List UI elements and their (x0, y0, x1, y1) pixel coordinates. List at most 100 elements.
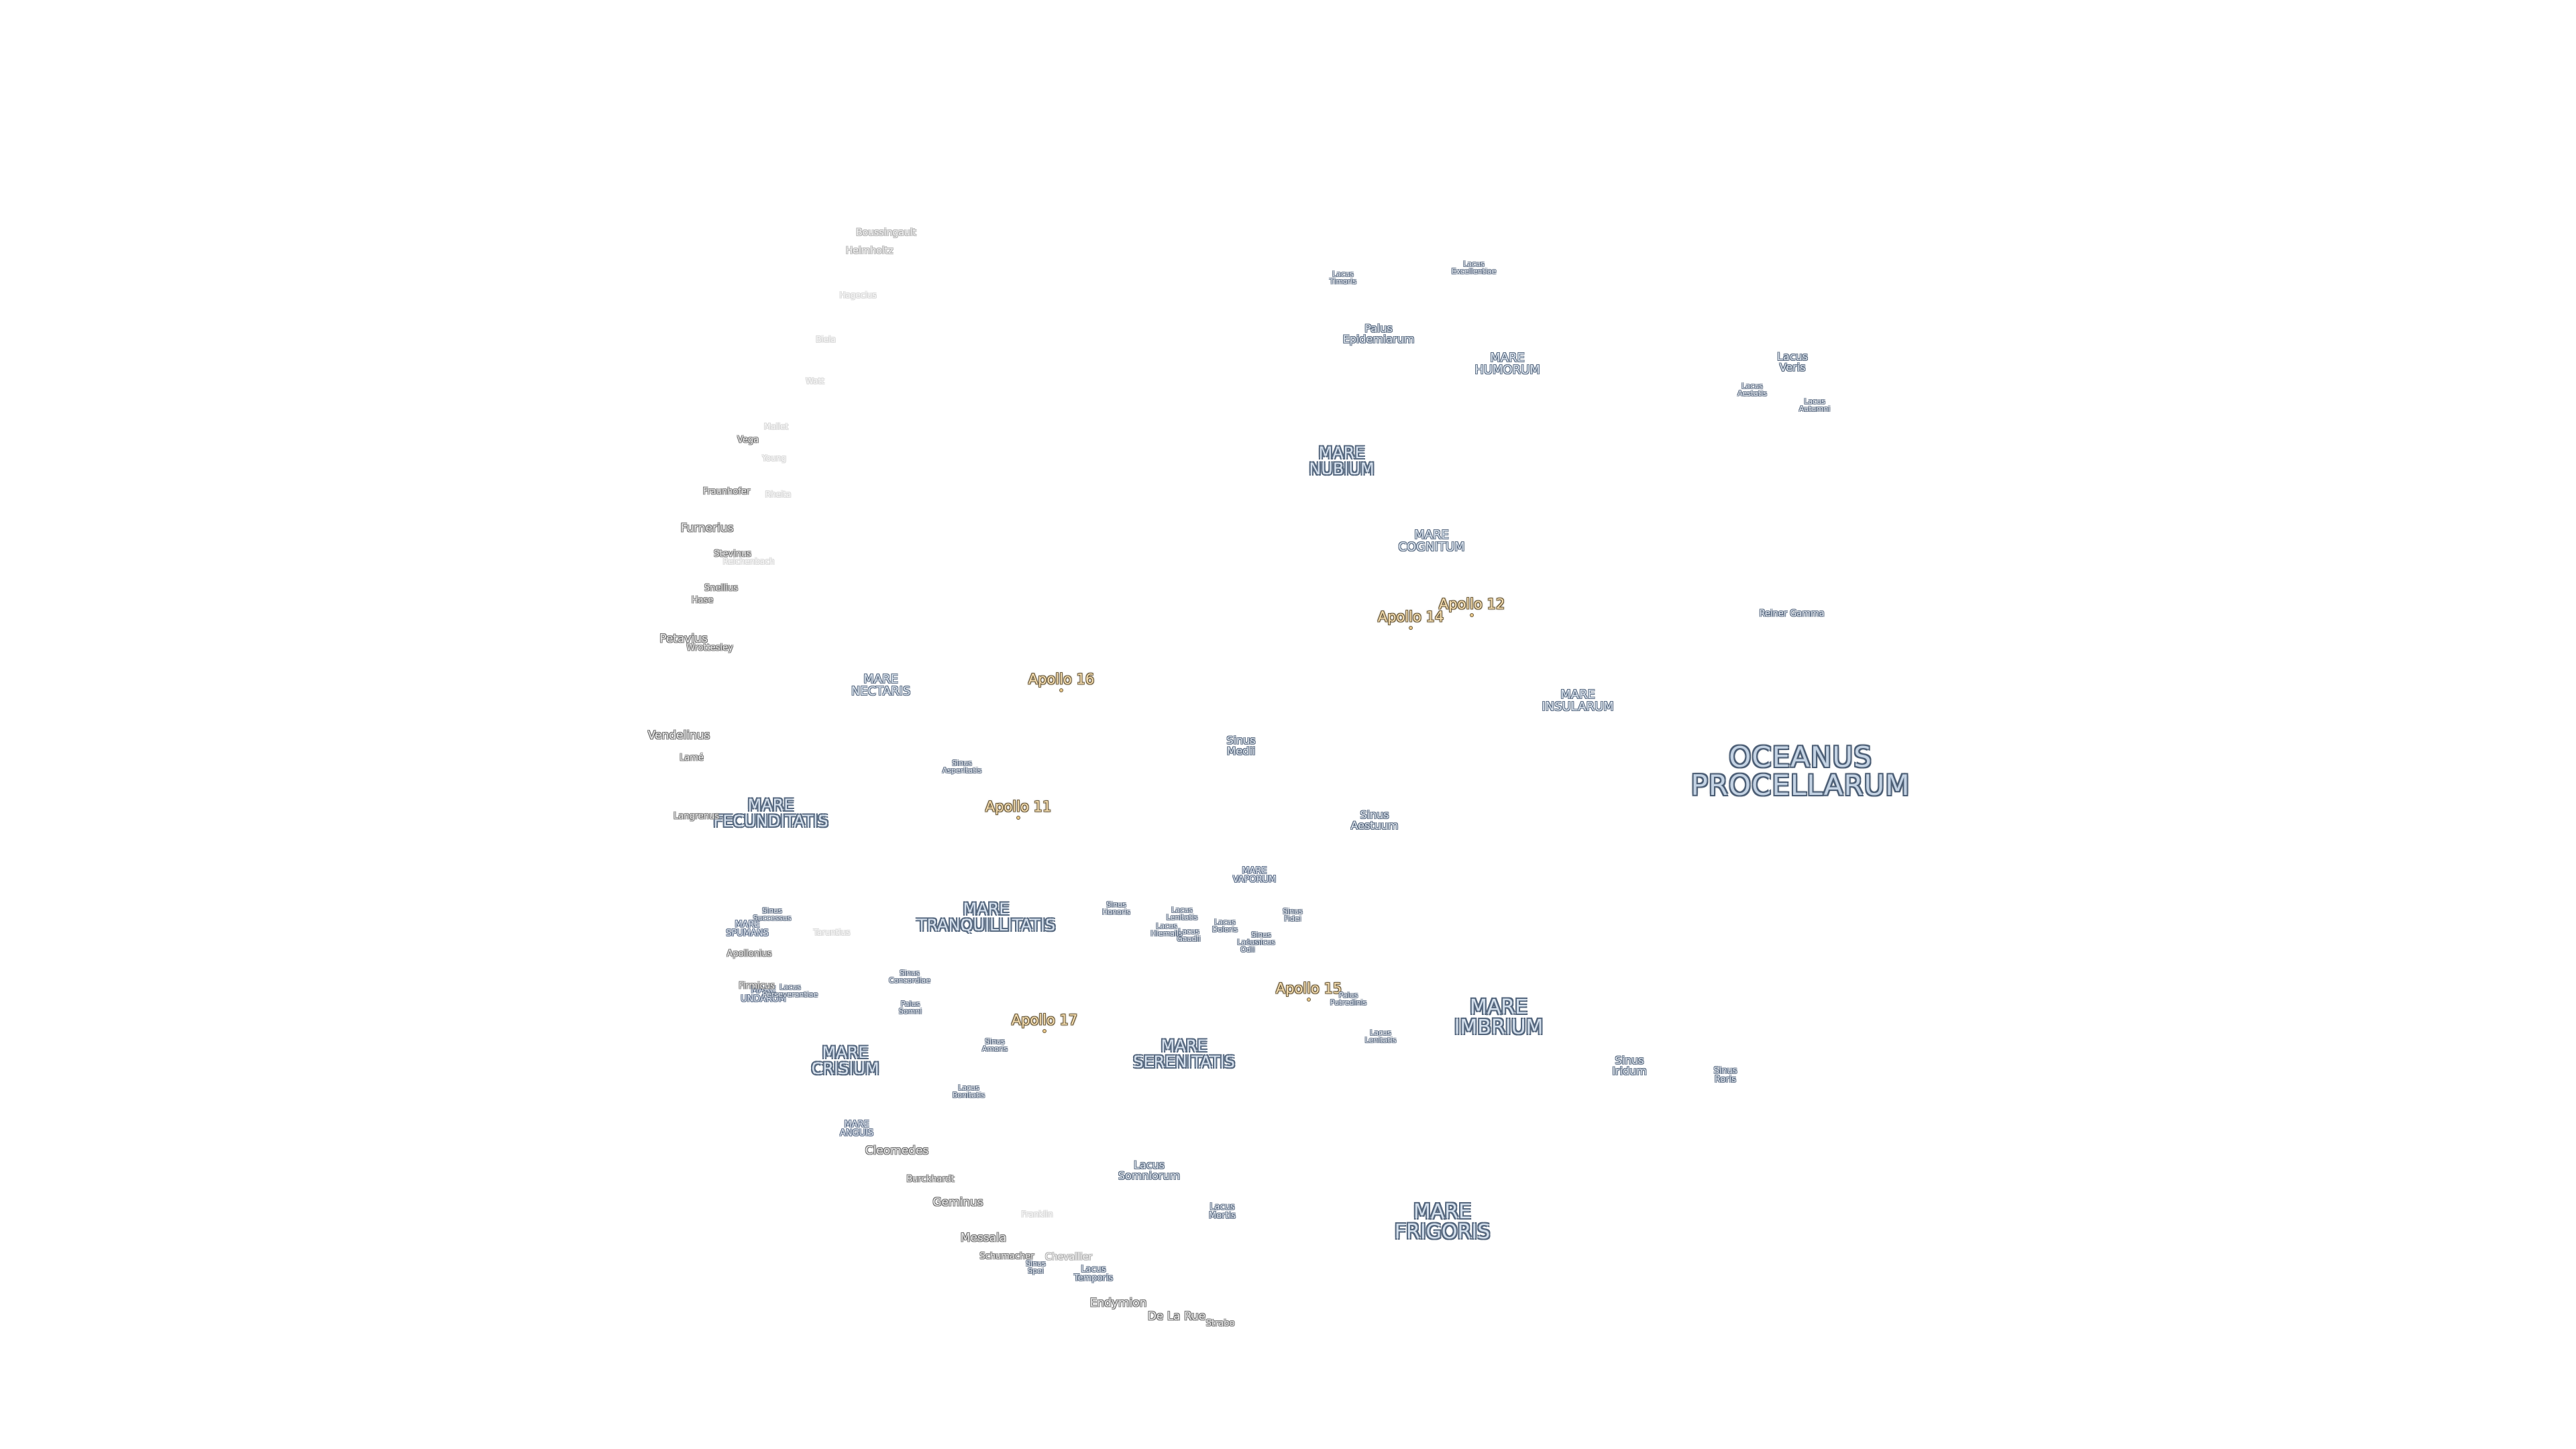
map-label-petavius[interactable]: Petavius (659, 633, 708, 645)
map-label-apollo-11[interactable]: Apollo 11 (985, 800, 1051, 814)
landing-site-marker[interactable] (1060, 689, 1063, 692)
map-label-wrottesley[interactable]: Wrottesley (686, 644, 733, 653)
map-label-cleomedes[interactable]: Cleomedes (865, 1145, 929, 1157)
landing-site-marker[interactable] (1043, 1030, 1046, 1032)
landing-site-marker[interactable] (1409, 627, 1412, 629)
map-label-apollo-14[interactable]: Apollo 14 (1378, 610, 1444, 625)
map-label-franklin[interactable]: Franklin (1021, 1210, 1053, 1218)
map-label-young[interactable]: Young (762, 454, 786, 462)
map-label-firmicus[interactable]: Firmicus (739, 982, 775, 991)
landing-site-marker[interactable] (1017, 816, 1020, 819)
map-label-line: Lacus (1134, 1159, 1165, 1171)
map-label-vendelinus[interactable]: Vendelinus (648, 730, 710, 742)
map-label-strabo[interactable]: Strabo (1206, 1320, 1235, 1328)
map-label-mallet[interactable]: Mallet (764, 423, 788, 431)
map-label-line: Asperitatis (942, 766, 982, 775)
map-label-rheita[interactable]: Rheita (765, 490, 792, 498)
map-label-apollo-15[interactable]: Apollo 15 (1276, 981, 1342, 996)
map-label-hase[interactable]: Hase (692, 596, 714, 605)
map-label-biela[interactable]: Biela (816, 335, 836, 343)
map-label-de-la-rue[interactable]: De La Rue (1148, 1311, 1206, 1323)
map-label-cepheus[interactable]: Taruntius (814, 928, 851, 936)
map-label-geminus[interactable]: Geminus (932, 1197, 983, 1209)
map-label-stevinus[interactable]: Stevinus (714, 550, 751, 559)
map-label-chevallier[interactable]: Chevallier (1045, 1252, 1092, 1262)
map-label-snellius[interactable]: Snellius (704, 584, 738, 593)
map-label-endymion[interactable]: Endymion (1090, 1297, 1147, 1309)
map-label-reichenbach[interactable]: Reichenbach (723, 557, 775, 566)
map-label-boussingault[interactable]: Boussingault (856, 228, 916, 237)
map-label-apollo-12[interactable]: Apollo 12 (1439, 597, 1505, 612)
map-label-apollonius[interactable]: Apollonius (727, 950, 771, 959)
map-label-vega[interactable]: Vega (737, 436, 759, 445)
map-label-line: COGNITUM (1398, 540, 1465, 554)
map-label-fraunhofer[interactable]: Fraunhofer (703, 488, 750, 496)
map-label-apollo-16[interactable]: Apollo 16 (1028, 672, 1094, 687)
landing-site-marker[interactable] (1307, 998, 1310, 1001)
map-label-messala[interactable]: Messala (961, 1232, 1006, 1244)
map-label-watt[interactable]: Watt (806, 377, 824, 385)
map-label-rosenberger[interactable]: Hagecius (839, 291, 876, 299)
map-label-burckhardt[interactable]: Burckhardt (906, 1175, 955, 1184)
map-label-line: FRIGORIS (1394, 1220, 1491, 1244)
map-label-furnerius[interactable]: Furnerius (681, 523, 734, 535)
map-label-lame[interactable]: Lamé (680, 754, 704, 763)
map-label-line: MARE (844, 1120, 869, 1130)
map-label-apollo-17[interactable]: Apollo 17 (1012, 1013, 1077, 1028)
map-label-reiner-gamma[interactable]: Reiner Gamma (1759, 610, 1824, 619)
map-label-line: TRANQUILLITATIS (916, 916, 1056, 934)
map-label-helmholtz[interactable]: Helmholtz (846, 246, 894, 256)
map-label-schumacher[interactable]: Schumacher (979, 1252, 1034, 1261)
map-label-langrenus[interactable]: Langrenus (674, 812, 719, 821)
landing-site-marker[interactable] (1470, 614, 1473, 616)
